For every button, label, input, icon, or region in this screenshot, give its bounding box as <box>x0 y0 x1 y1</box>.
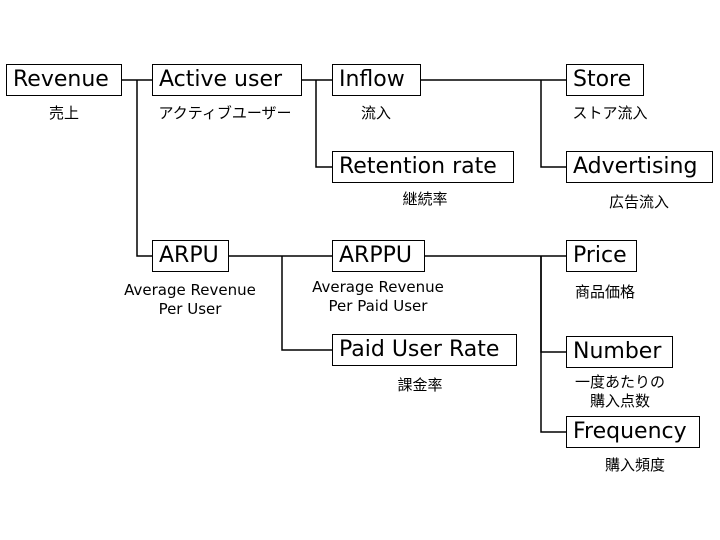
node-revenue: Revenue <box>6 64 122 96</box>
link-arppu-frequency <box>540 256 566 433</box>
node-frequency: Frequency <box>566 416 700 448</box>
link-active-retention <box>315 80 332 168</box>
caption-revenue: 売上 <box>48 104 79 122</box>
node-paid-user-rate: Paid User Rate <box>332 334 517 366</box>
caption-advertising: 広告流入 <box>608 193 669 211</box>
caption-price: 商品価格 <box>574 283 635 301</box>
link-inflow-ads <box>540 80 566 168</box>
node-price: Price <box>566 240 637 272</box>
caption-arpu: Average Revenue Per User <box>124 281 256 318</box>
caption-store: ストア流入 <box>572 104 648 122</box>
node-advertising: Advertising <box>566 151 713 183</box>
link-arpu-paidrate <box>281 256 332 351</box>
node-number: Number <box>566 336 673 368</box>
node-arppu: ARPPU <box>332 240 425 272</box>
caption-active-user: アクティブユーザー <box>158 104 292 122</box>
link-revenue-arpu <box>136 80 152 257</box>
link-arppu-number <box>540 256 566 353</box>
caption-number: 一度あたりの 購入点数 <box>574 373 665 410</box>
node-active-user: Active user <box>152 64 302 96</box>
caption-retention-rate: 継続率 <box>402 190 448 208</box>
caption-arppu: Average Revenue Per Paid User <box>312 278 444 315</box>
node-inflow: Inflow <box>332 64 421 96</box>
caption-frequency: 購入頻度 <box>604 456 665 474</box>
caption-paid-user-rate: 課金率 <box>397 376 443 394</box>
node-store: Store <box>566 64 644 96</box>
node-retention-rate: Retention rate <box>332 151 514 183</box>
node-arpu: ARPU <box>152 240 229 272</box>
caption-inflow: 流入 <box>360 104 391 122</box>
